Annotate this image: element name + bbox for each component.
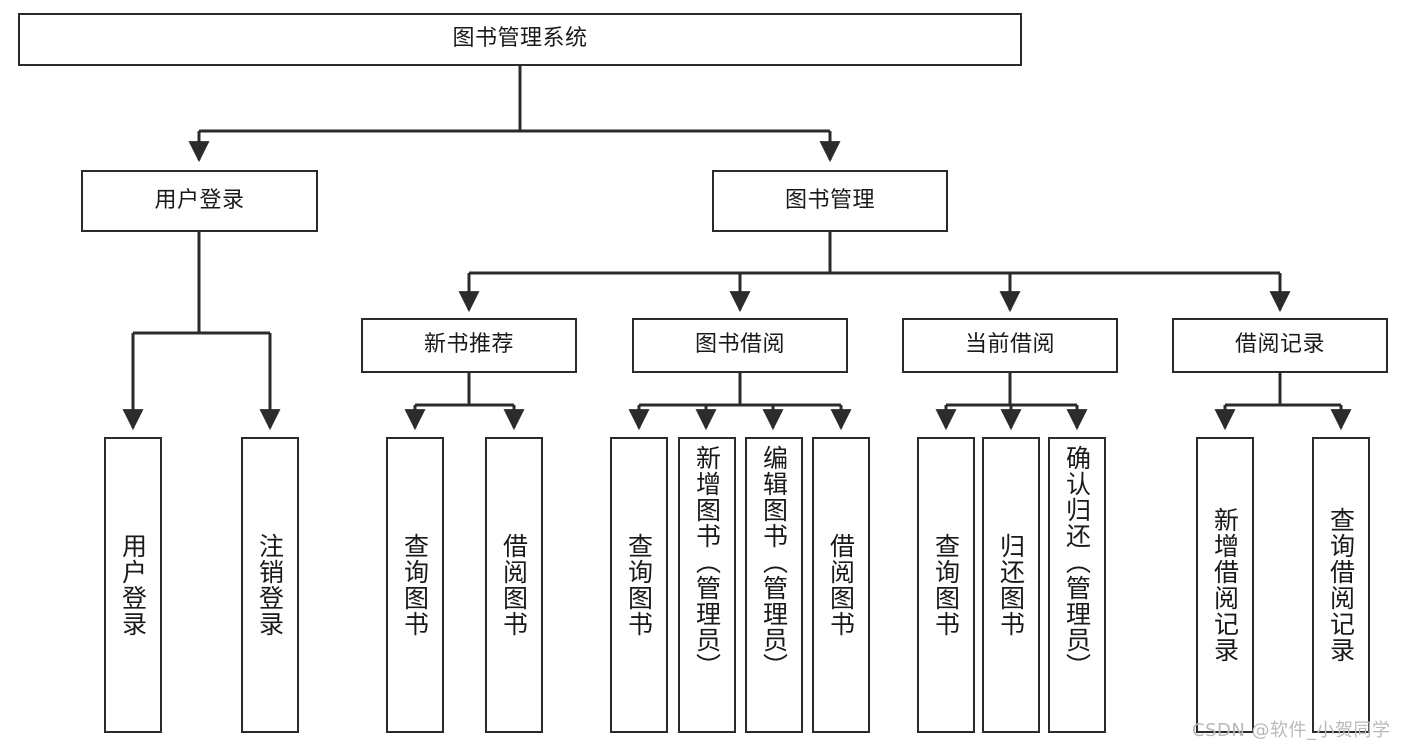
node-root[interactable]: 图书管理系统: [18, 13, 1022, 66]
leaf-recommend-query-book[interactable]: 查询图书: [386, 437, 444, 733]
leaf-recommend-borrow-book-label: 借阅图书: [499, 533, 529, 637]
leaf-user-login-login-label: 用户登录: [118, 533, 148, 637]
leaf-current-confirm-return-label: 确认归还（管理员）: [1062, 445, 1092, 679]
leaf-user-login-logout[interactable]: 注销登录: [241, 437, 299, 733]
leaf-user-login-login[interactable]: 用户登录: [104, 437, 162, 733]
node-book-borrow-label: 图书借阅: [694, 332, 785, 358]
leaf-borrow-edit-book[interactable]: 编辑图书（管理员）: [745, 437, 803, 733]
leaf-record-add-record-label: 新增借阅记录: [1210, 507, 1240, 663]
leaf-borrow-query-book[interactable]: 查询图书: [610, 437, 668, 733]
node-new-book-recommend-label: 新书推荐: [423, 332, 514, 358]
leaf-borrow-edit-book-label: 编辑图书（管理员）: [759, 445, 789, 679]
node-borrow-record-label: 借阅记录: [1234, 332, 1325, 358]
node-root-label: 图书管理系统: [452, 26, 588, 52]
node-borrow-record[interactable]: 借阅记录: [1172, 318, 1388, 373]
node-book-management[interactable]: 图书管理: [712, 170, 948, 232]
leaf-borrow-borrow-book[interactable]: 借阅图书: [812, 437, 870, 733]
leaf-borrow-borrow-book-label: 借阅图书: [826, 533, 856, 637]
node-current-borrow[interactable]: 当前借阅: [902, 318, 1118, 373]
leaf-borrow-query-book-label: 查询图书: [624, 533, 654, 637]
node-user-login-label: 用户登录: [154, 187, 245, 213]
node-book-borrow[interactable]: 图书借阅: [632, 318, 848, 373]
leaf-record-query-record[interactable]: 查询借阅记录: [1312, 437, 1370, 733]
leaf-recommend-query-book-label: 查询图书: [400, 533, 430, 637]
leaf-user-login-logout-label: 注销登录: [255, 533, 285, 637]
leaf-record-query-record-label: 查询借阅记录: [1326, 507, 1356, 663]
node-user-login[interactable]: 用户登录: [81, 170, 318, 232]
leaf-current-return-book[interactable]: 归还图书: [982, 437, 1040, 733]
leaf-borrow-add-book-label: 新增图书（管理员）: [692, 445, 722, 679]
node-book-management-label: 图书管理: [784, 187, 875, 213]
leaf-recommend-borrow-book[interactable]: 借阅图书: [485, 437, 543, 733]
node-current-borrow-label: 当前借阅: [964, 332, 1055, 358]
leaf-borrow-add-book[interactable]: 新增图书（管理员）: [678, 437, 736, 733]
leaf-current-return-book-label: 归还图书: [996, 533, 1026, 637]
node-new-book-recommend[interactable]: 新书推荐: [361, 318, 577, 373]
leaf-record-add-record[interactable]: 新增借阅记录: [1196, 437, 1254, 733]
leaf-current-query-book-label: 查询图书: [931, 533, 961, 637]
leaf-current-query-book[interactable]: 查询图书: [917, 437, 975, 733]
leaf-current-confirm-return[interactable]: 确认归还（管理员）: [1048, 437, 1106, 733]
watermark: CSDN @软件_小贺同学: [1192, 720, 1391, 741]
